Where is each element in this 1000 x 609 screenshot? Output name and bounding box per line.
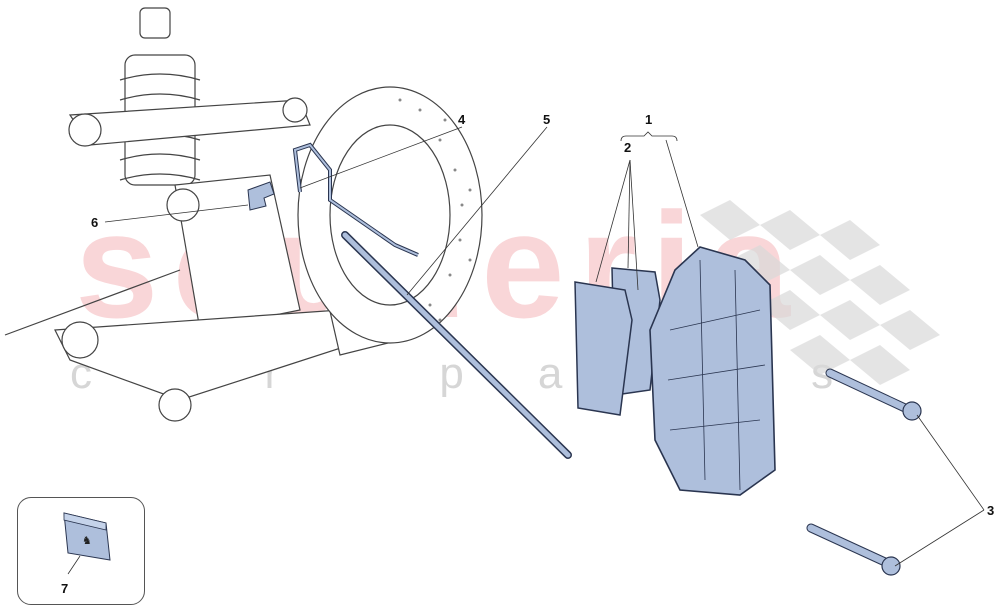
- disc-drill-holes: [398, 98, 472, 322]
- callout-3: 3: [987, 503, 995, 518]
- checker-flag-watermark: [700, 200, 940, 385]
- part-1-caliper: [649, 246, 776, 496]
- callout-5: 5: [543, 112, 551, 127]
- leader-lines: [104, 126, 985, 567]
- callout-2: 2: [624, 140, 632, 155]
- callout-1: 1: [645, 112, 653, 127]
- callout-6: 6: [91, 215, 99, 230]
- part-3-bolt-bottom: [806, 523, 901, 576]
- callout-7: 7: [61, 581, 69, 596]
- inset-box-part-7: ♞: [17, 497, 145, 605]
- clip-part-7: ♞: [63, 512, 111, 575]
- prancing-horse-icon: ♞: [82, 535, 92, 547]
- suspension-assembly: [4, 7, 483, 422]
- part-3-bolt-top: [825, 368, 922, 421]
- callout-4: 4: [458, 112, 466, 127]
- part-6-clip: [247, 181, 275, 211]
- part-2-brake-pad-front: [574, 281, 633, 416]
